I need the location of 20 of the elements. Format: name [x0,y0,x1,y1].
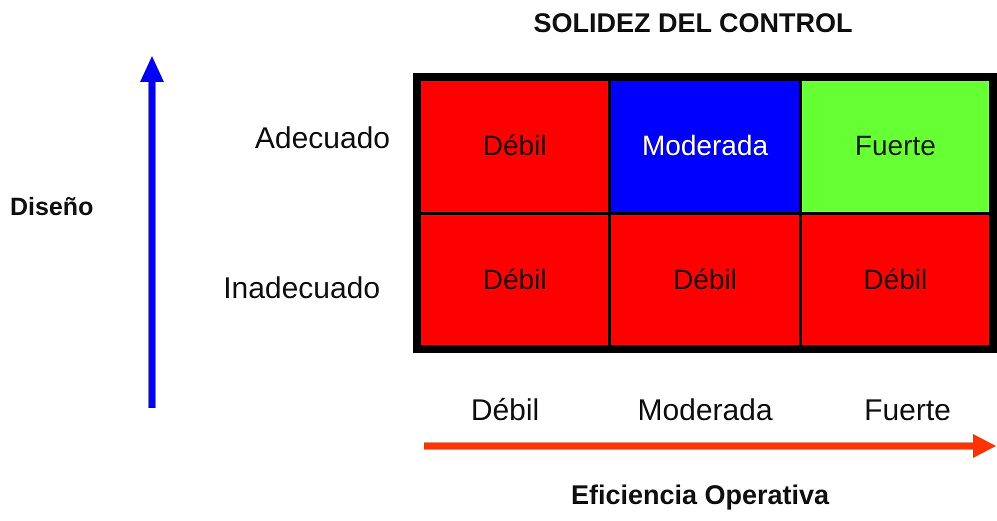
axis-label: Adecuado [254,122,390,156]
cell-text: Débil [482,130,547,162]
axis-title: Eficiencia Operativa [570,480,830,511]
cell-text: Débil [673,264,737,296]
cell-text: Moderada [642,130,768,162]
matrix-cell [611,81,799,212]
matrix-cell [421,81,608,212]
axis-title: Diseño [10,193,94,222]
axis-label: Moderada [636,394,774,428]
chart-title: SOLIDEZ DEL CONTROL [532,8,854,39]
axis-label: Débil [470,394,540,428]
cell-text: Débil [482,264,547,296]
axis-label: Fuerte [863,394,952,428]
matrix-cell [802,214,989,345]
matrix-cell [421,214,608,345]
cell-text: Débil [863,264,928,296]
matrix-cell [802,81,989,212]
matrix-cell [611,214,799,345]
cell-text: Fuerte [854,130,936,162]
axis-label: Inadecuado [222,272,380,306]
